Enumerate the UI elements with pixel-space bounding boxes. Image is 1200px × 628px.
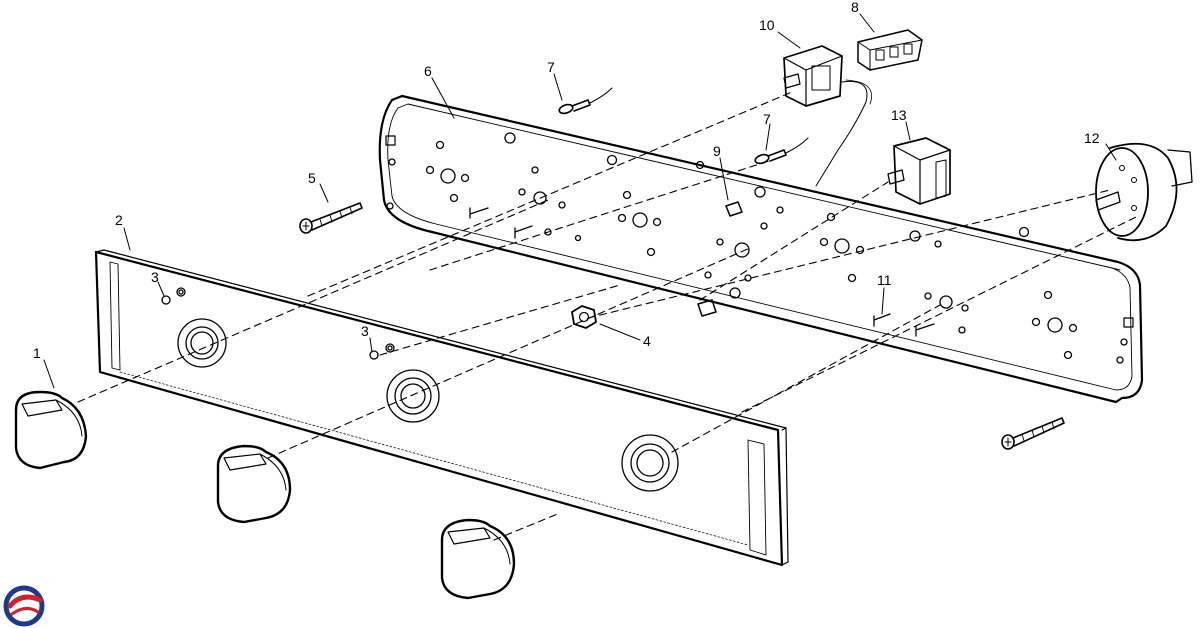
brand-logo bbox=[3, 585, 45, 627]
callout-13: 13 bbox=[891, 107, 907, 123]
grommet-9 bbox=[697, 201, 743, 317]
callout-6: 6 bbox=[424, 63, 432, 79]
nut-4 bbox=[571, 305, 597, 329]
selector-switch-13 bbox=[887, 137, 951, 205]
callout-3b: 3 bbox=[361, 323, 369, 339]
leader-lines bbox=[43, 13, 1117, 389]
assembly-guide-lines bbox=[77, 91, 1139, 541]
callout-7a: 7 bbox=[547, 59, 555, 75]
rear-control-panel bbox=[378, 94, 1144, 404]
callout-4: 4 bbox=[643, 333, 651, 349]
front-fascia-panel bbox=[94, 249, 789, 567]
callout-3a: 3 bbox=[151, 269, 159, 285]
callout-10: 10 bbox=[759, 17, 775, 33]
callout-7b: 7 bbox=[763, 111, 771, 127]
screw-bottom bbox=[1001, 417, 1065, 450]
thermostat-10 bbox=[783, 45, 872, 187]
control-knob-1 bbox=[14, 390, 88, 470]
callout-8: 8 bbox=[851, 0, 859, 15]
callout-11: 11 bbox=[877, 272, 892, 288]
control-knob-3 bbox=[440, 518, 516, 600]
small-screws bbox=[469, 207, 935, 337]
indicator-lamp-7a bbox=[558, 87, 613, 115]
callout-12: 12 bbox=[1084, 130, 1100, 146]
callout-9: 9 bbox=[713, 143, 721, 159]
screw-5 bbox=[299, 202, 363, 234]
callout-labels: 1 2 3 3 4 5 6 7 7 8 9 10 11 12 13 bbox=[33, 0, 1100, 361]
indicator-lamp-7b bbox=[754, 137, 809, 165]
terminal-block-8 bbox=[857, 29, 923, 71]
callout-2: 2 bbox=[115, 212, 123, 228]
timer-12 bbox=[1095, 142, 1193, 242]
callout-5: 5 bbox=[308, 170, 316, 186]
callout-1: 1 bbox=[33, 345, 41, 361]
control-knob-2 bbox=[216, 444, 292, 524]
